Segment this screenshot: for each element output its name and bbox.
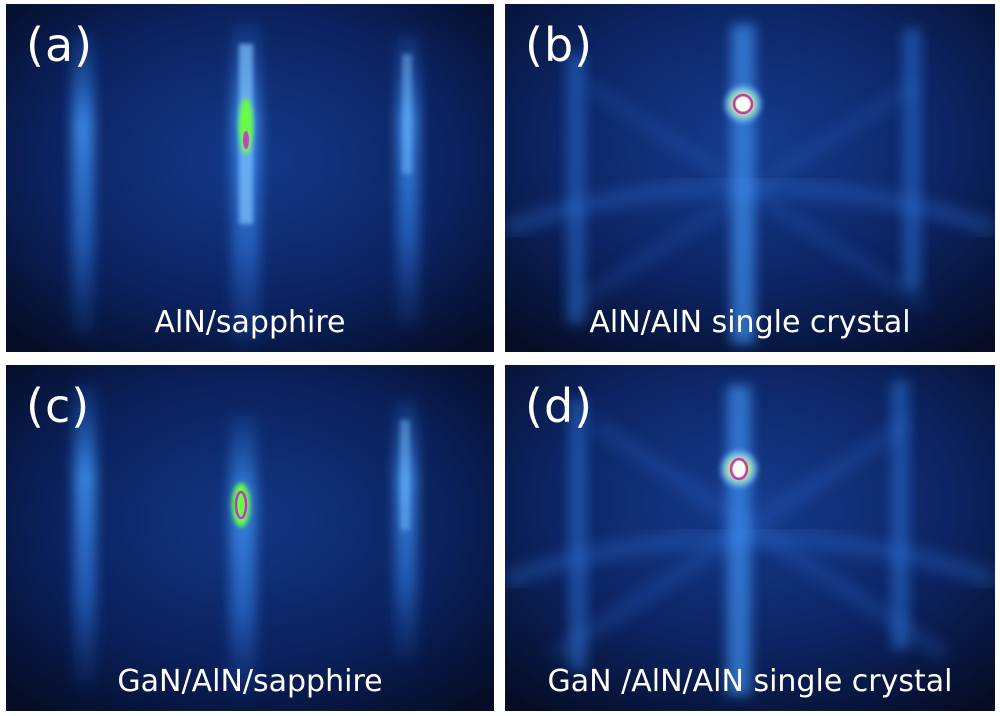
diffraction-streak-left	[74, 385, 96, 685]
diffraction-streak-center	[727, 385, 751, 695]
panel-caption-b: AlN/AlN single crystal	[589, 305, 911, 340]
rheed-pattern-a	[6, 4, 494, 352]
panel-d: (d) GaN /AlN/AlN single crystal	[505, 365, 995, 711]
diffraction-streak-center	[230, 415, 256, 695]
panel-label-a: (a)	[26, 18, 94, 72]
panel-label-b: (b)	[525, 18, 594, 72]
diffraction-streak-left	[72, 34, 94, 334]
rheed-pattern-b	[505, 4, 995, 352]
panel-a: (a) AlN/sapphire	[6, 4, 494, 352]
panel-b: (b) AlN/AlN single crystal	[505, 4, 995, 352]
rheed-pattern-c	[6, 365, 494, 711]
diffraction-streak-center	[731, 24, 755, 344]
diffraction-streak-left	[569, 400, 587, 670]
panel-c: (c) GaN/AlN/sapphire	[6, 365, 494, 711]
panel-caption-a: AlN/sapphire	[154, 305, 346, 340]
panel-caption-c: GaN/AlN/sapphire	[117, 664, 383, 699]
diffraction-streak-left	[567, 54, 585, 324]
panel-caption-d: GaN /AlN/AlN single crystal	[547, 664, 953, 699]
panel-label-d: (d)	[525, 379, 594, 433]
panel-label-c: (c)	[26, 379, 91, 433]
diffraction-streak-right	[891, 380, 909, 650]
rheed-pattern-d	[505, 365, 995, 711]
diffraction-streak-right	[903, 29, 921, 289]
specular-spot	[239, 98, 253, 154]
specular-spot	[232, 483, 250, 527]
